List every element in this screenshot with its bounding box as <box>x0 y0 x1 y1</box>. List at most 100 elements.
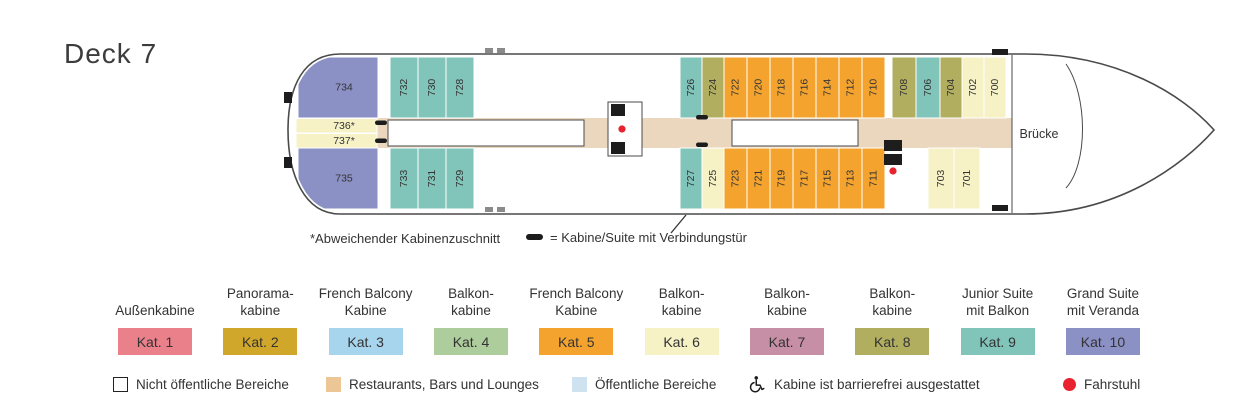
page-title: Deck 7 <box>64 38 158 69</box>
cabin-711 <box>861 147 886 210</box>
legend-label: Nicht öffentliche Bereiche <box>136 376 289 392</box>
cabins-layer <box>295 56 1007 210</box>
cabin-number: 718 <box>776 79 788 97</box>
cabin-number: 719 <box>776 170 788 188</box>
legend-label: Kabine ist barrierefrei ausgestattet <box>774 376 980 392</box>
category-name: Balkon- kabine <box>448 285 494 319</box>
category-item: Balkon- kabine Kat. 6 <box>630 276 734 355</box>
stern-hatch <box>284 92 292 103</box>
legend-swatch <box>572 376 587 392</box>
stair-block <box>611 142 625 154</box>
legend-swatch <box>326 376 341 392</box>
category-legend: Außenkabine Kat. 1 Panorama- kabine Kat.… <box>103 276 1155 355</box>
cabin-number: 730 <box>426 79 438 97</box>
stair-block <box>884 154 902 165</box>
category-box: Kat. 6 <box>644 328 719 355</box>
note-pointer-line <box>670 214 687 234</box>
legend-item-dot-4: Fahrstuhl <box>1063 374 1140 394</box>
bow-hatch <box>992 205 1008 211</box>
category-box: Kat. 9 <box>960 328 1035 355</box>
cabin-number: 732 <box>398 79 410 97</box>
cabin-number: 702 <box>967 79 979 97</box>
legend-label: Öffentliche Bereiche <box>595 376 717 392</box>
category-item: French Balcony Kabine Kat. 5 <box>524 276 628 355</box>
cabin-706 <box>915 56 941 119</box>
cabin-number: 728 <box>454 79 466 97</box>
cabin-number: 727 <box>685 170 697 188</box>
category-item: Junior Suite mit Balkon Kat. 9 <box>946 276 1050 355</box>
connecting-door-icon <box>526 234 543 240</box>
category-box: Kat. 7 <box>749 328 824 355</box>
cabin-number: 725 <box>707 170 719 188</box>
category-name: Grand Suite mit Veranda <box>1066 285 1139 319</box>
cabin-number: 714 <box>822 79 834 97</box>
category-name: Balkon- kabine <box>658 285 705 319</box>
legend-item-wheelchair-3: Kabine ist barrierefrei ausgestattet <box>748 374 980 394</box>
cabin-number: 704 <box>945 79 957 97</box>
cabin-number: 734 <box>335 82 353 94</box>
category-box: Kat. 5 <box>539 328 614 355</box>
cabin-703 <box>927 147 955 210</box>
category-name: Balkon- kabine <box>869 285 916 319</box>
davit-mark <box>485 48 493 53</box>
connecting-door-icon <box>696 142 708 147</box>
category-name: French Balcony Kabine <box>529 285 624 319</box>
cabin-number: 716 <box>799 79 811 97</box>
category-item: Panorama- kabine Kat. 2 <box>208 276 312 355</box>
cabin-number: 713 <box>845 170 857 188</box>
cabin-number: 711 <box>868 170 880 187</box>
category-box: Kat. 10 <box>1065 328 1140 355</box>
cabin-number: 717 <box>799 170 811 188</box>
cabin-735 <box>297 147 379 210</box>
restaurant-room <box>731 119 859 147</box>
cabin-layout-note: *Abweichender Kabinenzuschnitt <box>310 231 501 246</box>
category-name: French Balcony Kabine <box>318 285 413 319</box>
legend-label: Fahrstuhl <box>1084 376 1141 392</box>
cabin-number: 737* <box>333 135 355 147</box>
category-box: Kat. 4 <box>433 328 508 355</box>
elevator-dot <box>889 167 897 175</box>
connecting-door-icon <box>375 120 387 125</box>
cabin-number: 724 <box>707 79 719 97</box>
cabin-number: 706 <box>922 79 934 97</box>
hull-outline <box>287 53 1216 215</box>
cabin-number: 733 <box>398 170 410 188</box>
category-box: Kat. 2 <box>223 328 298 355</box>
bridge-front <box>1065 63 1083 189</box>
cabin-number: 723 <box>730 170 742 188</box>
cabin-730 <box>417 56 447 119</box>
davit-mark <box>497 48 505 53</box>
lounge-room <box>387 119 585 147</box>
cabin-728 <box>445 56 475 119</box>
cabin-708 <box>891 56 917 119</box>
stair-block <box>611 104 625 116</box>
cabin-701 <box>953 147 981 210</box>
cabin-number: 731 <box>426 170 438 188</box>
stern-hatch <box>284 157 292 168</box>
legend-item-box-1: Restaurants, Bars und Lounges <box>326 374 539 394</box>
category-item: Außenkabine Kat. 1 <box>103 276 207 355</box>
cabin-710 <box>861 56 886 119</box>
cabin-number: 715 <box>822 170 834 188</box>
category-box: Kat. 3 <box>328 328 403 355</box>
davit-mark <box>497 207 505 212</box>
bow-hatch <box>992 49 1008 55</box>
cabin-number: 708 <box>898 79 910 97</box>
cabin-number: 720 <box>753 79 765 97</box>
category-item: Balkon- kabine Kat. 7 <box>735 276 839 355</box>
cabin-number: 701 <box>961 170 973 188</box>
legend-item-box-0: Nicht öffentliche Bereiche <box>113 374 289 394</box>
legend-label: Restaurants, Bars und Lounges <box>349 376 539 392</box>
cabin-731 <box>417 147 447 210</box>
cabin-733 <box>389 147 419 210</box>
elevator-dot-icon <box>1063 377 1076 391</box>
category-name: Balkon- kabine <box>764 285 810 319</box>
category-name: Junior Suite mit Balkon <box>961 285 1034 319</box>
connecting-door-icon <box>696 115 708 120</box>
elevator-dot <box>618 125 626 133</box>
davit-mark <box>485 207 493 212</box>
